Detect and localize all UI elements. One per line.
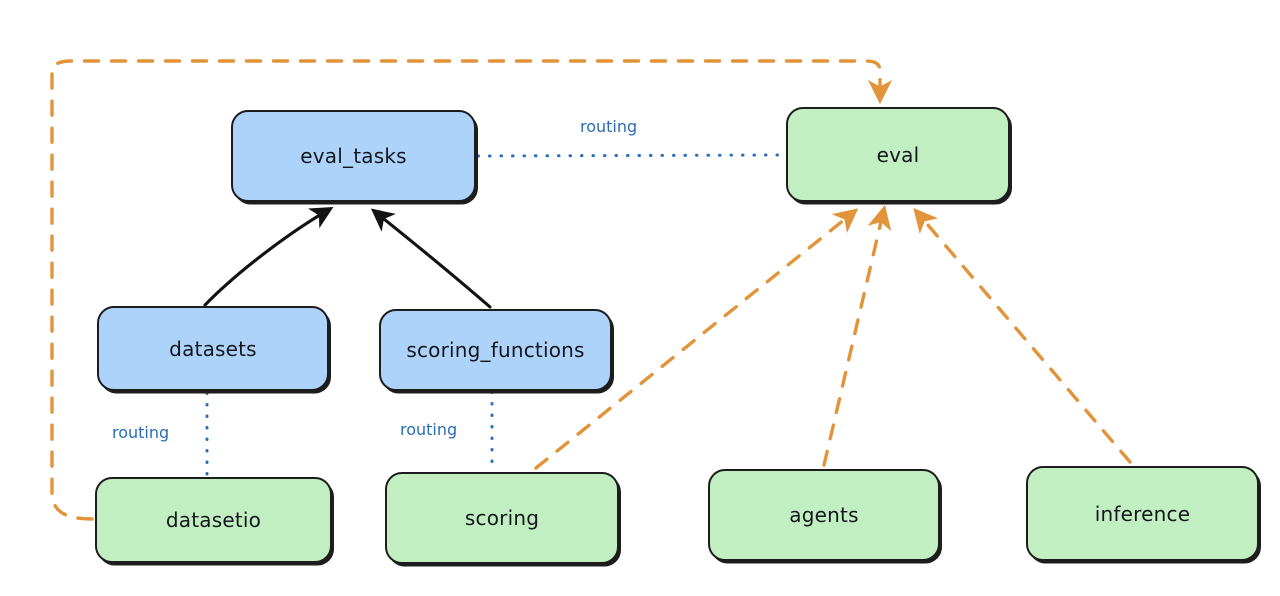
node-eval-label: eval	[876, 142, 920, 167]
node-datasets[interactable]: datasets	[97, 306, 329, 391]
node-agents-label: agents	[789, 503, 859, 527]
node-agents[interactable]: agents	[708, 469, 940, 561]
node-inference-label: inference	[1094, 501, 1191, 526]
node-scoring[interactable]: scoring	[385, 472, 619, 564]
node-scoring-functions-label: scoring_functions	[406, 338, 585, 362]
node-inference[interactable]: inference	[1026, 466, 1259, 561]
node-scoring-functions[interactable]: scoring_functions	[379, 309, 612, 391]
node-scoring-label: scoring	[464, 506, 540, 530]
node-eval-tasks[interactable]: eval_tasks	[231, 110, 476, 202]
edge-label-routing-eval-tasks-eval: routing	[577, 118, 641, 136]
edge-label-routing-scoring-functions-scoring: routing	[397, 421, 461, 439]
edge-label-routing-datasets-datasetio: routing	[109, 424, 173, 442]
node-eval-tasks-label: eval_tasks	[300, 144, 407, 168]
node-datasetio-label: datasetio	[165, 508, 262, 532]
node-datasets-label: datasets	[169, 336, 257, 361]
node-datasetio[interactable]: datasetio	[95, 477, 332, 563]
node-eval[interactable]: eval	[786, 107, 1010, 202]
